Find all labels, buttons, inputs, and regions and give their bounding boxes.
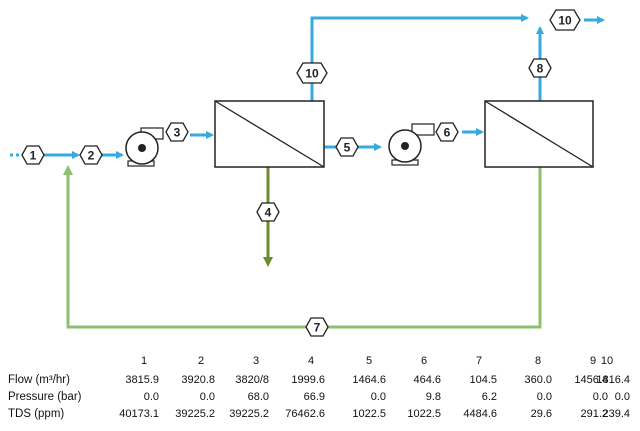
table-header-cell: 6 xyxy=(421,355,427,367)
table-header-cell: 1 xyxy=(141,355,147,367)
stream-tag-4: 4 xyxy=(256,202,280,222)
stream-tag-7: 7 xyxy=(305,317,329,337)
table-cell: 0.0 xyxy=(144,391,159,403)
table-cell: 40173.1 xyxy=(119,408,159,420)
table-cell: 3820/8 xyxy=(235,374,269,386)
table-header-cell: 8 xyxy=(535,355,541,367)
svg-text:5: 5 xyxy=(344,141,351,155)
membrane-stage-1 xyxy=(214,100,325,168)
table-header-cell: 5 xyxy=(366,355,372,367)
svg-text:10: 10 xyxy=(305,67,319,81)
table-cell: 1999.6 xyxy=(291,374,325,386)
pump-2-icon xyxy=(388,123,435,166)
table-cell: 1816.4 xyxy=(596,374,630,386)
table-cell: 239.4 xyxy=(602,408,630,420)
table-cell: 1464.6 xyxy=(352,374,386,386)
table-cell: 1022.5 xyxy=(407,408,441,420)
table-row-label: Flow (m³/hr) xyxy=(8,374,70,386)
table-cell: 29.6 xyxy=(531,408,552,420)
table-cell: 1456.4 xyxy=(574,374,608,386)
stream-tag-5: 5 xyxy=(335,137,359,157)
table-cell: 0.0 xyxy=(371,391,386,403)
table-cell: 4484.6 xyxy=(463,408,497,420)
svg-text:6: 6 xyxy=(444,126,451,140)
stream-tag-3: 3 xyxy=(165,122,189,142)
table-header-cell: 3 xyxy=(253,355,259,367)
table-cell: 0.0 xyxy=(537,391,552,403)
table-row-label: TDS (ppm) xyxy=(8,408,64,420)
table-header-cell: 10 xyxy=(601,355,613,367)
table-cell: 0.0 xyxy=(593,391,608,403)
table-cell: 0.0 xyxy=(200,391,215,403)
svg-text:2: 2 xyxy=(88,149,95,163)
svg-text:4: 4 xyxy=(265,206,272,220)
table-cell: 76462.6 xyxy=(285,408,325,420)
table-cell: 3815.9 xyxy=(125,374,159,386)
table-header-cell: 7 xyxy=(476,355,482,367)
stream-tag-6: 6 xyxy=(435,122,459,142)
stream-tag-2: 2 xyxy=(79,145,103,165)
stream-tag-10-outlet: 10 xyxy=(549,9,581,31)
svg-text:10: 10 xyxy=(558,14,572,28)
table-cell: 3920.8 xyxy=(181,374,215,386)
table-row-label: Pressure (bar) xyxy=(8,391,82,403)
svg-text:8: 8 xyxy=(537,62,544,76)
svg-text:1: 1 xyxy=(30,149,37,163)
table-cell: 9.8 xyxy=(426,391,441,403)
svg-text:3: 3 xyxy=(174,126,181,140)
table-cell: 1022.5 xyxy=(352,408,386,420)
table-header-cell: 2 xyxy=(198,355,204,367)
table-header-cell: 4 xyxy=(308,355,314,367)
stream-7-recycle-line xyxy=(63,165,542,329)
table-cell: 66.9 xyxy=(304,391,325,403)
stream-tag-10-top: 10 xyxy=(296,62,328,84)
table-header-cell: 9 xyxy=(590,355,596,367)
membrane-stage-2 xyxy=(484,100,594,168)
table-cell: 104.5 xyxy=(469,374,497,386)
table-cell: 39225.2 xyxy=(175,408,215,420)
table-cell: 6.2 xyxy=(482,391,497,403)
table-cell: 464.6 xyxy=(413,374,441,386)
table-cell: 0.0 xyxy=(615,391,630,403)
pump-1-icon xyxy=(125,127,164,167)
svg-text:7: 7 xyxy=(314,321,321,335)
table-cell: 68.0 xyxy=(248,391,269,403)
stream-tag-1: 1 xyxy=(21,145,45,165)
table-cell: 39225.2 xyxy=(229,408,269,420)
table-cell: 291.2 xyxy=(580,408,608,420)
stream-tag-8: 8 xyxy=(528,58,552,78)
table-cell: 360.0 xyxy=(524,374,552,386)
stream-10-line xyxy=(310,14,529,101)
